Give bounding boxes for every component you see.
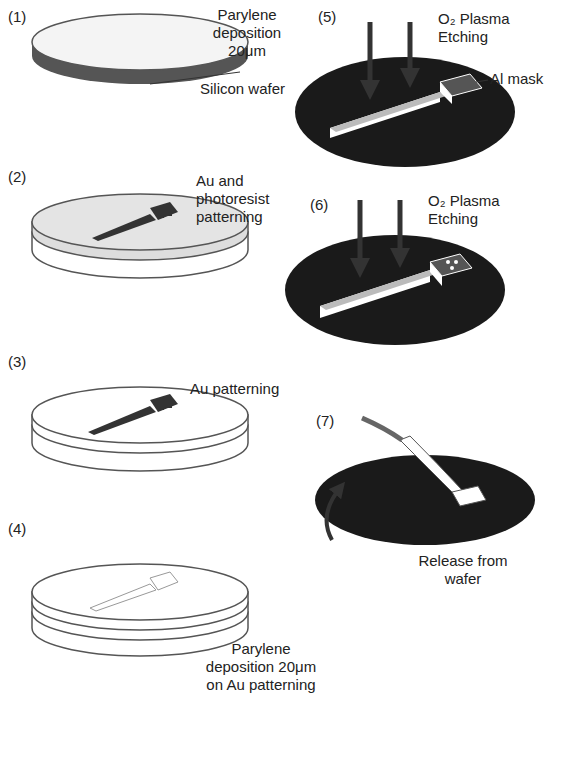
step-number: (2) bbox=[8, 168, 48, 186]
wafer-3 bbox=[32, 387, 248, 471]
step-number: (7) bbox=[316, 412, 356, 430]
step-label: Release from wafer bbox=[418, 552, 508, 588]
step-number: (6) bbox=[310, 196, 350, 214]
step-number: (1) bbox=[8, 8, 48, 26]
wafer-4 bbox=[32, 564, 248, 656]
step-number: (3) bbox=[8, 353, 48, 371]
step-label: Silicon wafer bbox=[200, 80, 310, 98]
step-label: O₂ Plasma Etching bbox=[438, 10, 538, 46]
step-number: (4) bbox=[8, 520, 48, 538]
release-step-7 bbox=[315, 418, 535, 545]
step-label: Parylene deposition 20μm on Au patternin… bbox=[196, 640, 326, 694]
step-label: Au and photoresist patterning bbox=[196, 172, 296, 226]
step-number: (5) bbox=[318, 8, 358, 26]
step-label: Parylene deposition 20μm bbox=[192, 6, 302, 60]
step-label: O₂ Plasma Etching bbox=[428, 192, 528, 228]
step-label: Al mask bbox=[490, 70, 560, 88]
step-label: Au patterning bbox=[190, 380, 280, 398]
